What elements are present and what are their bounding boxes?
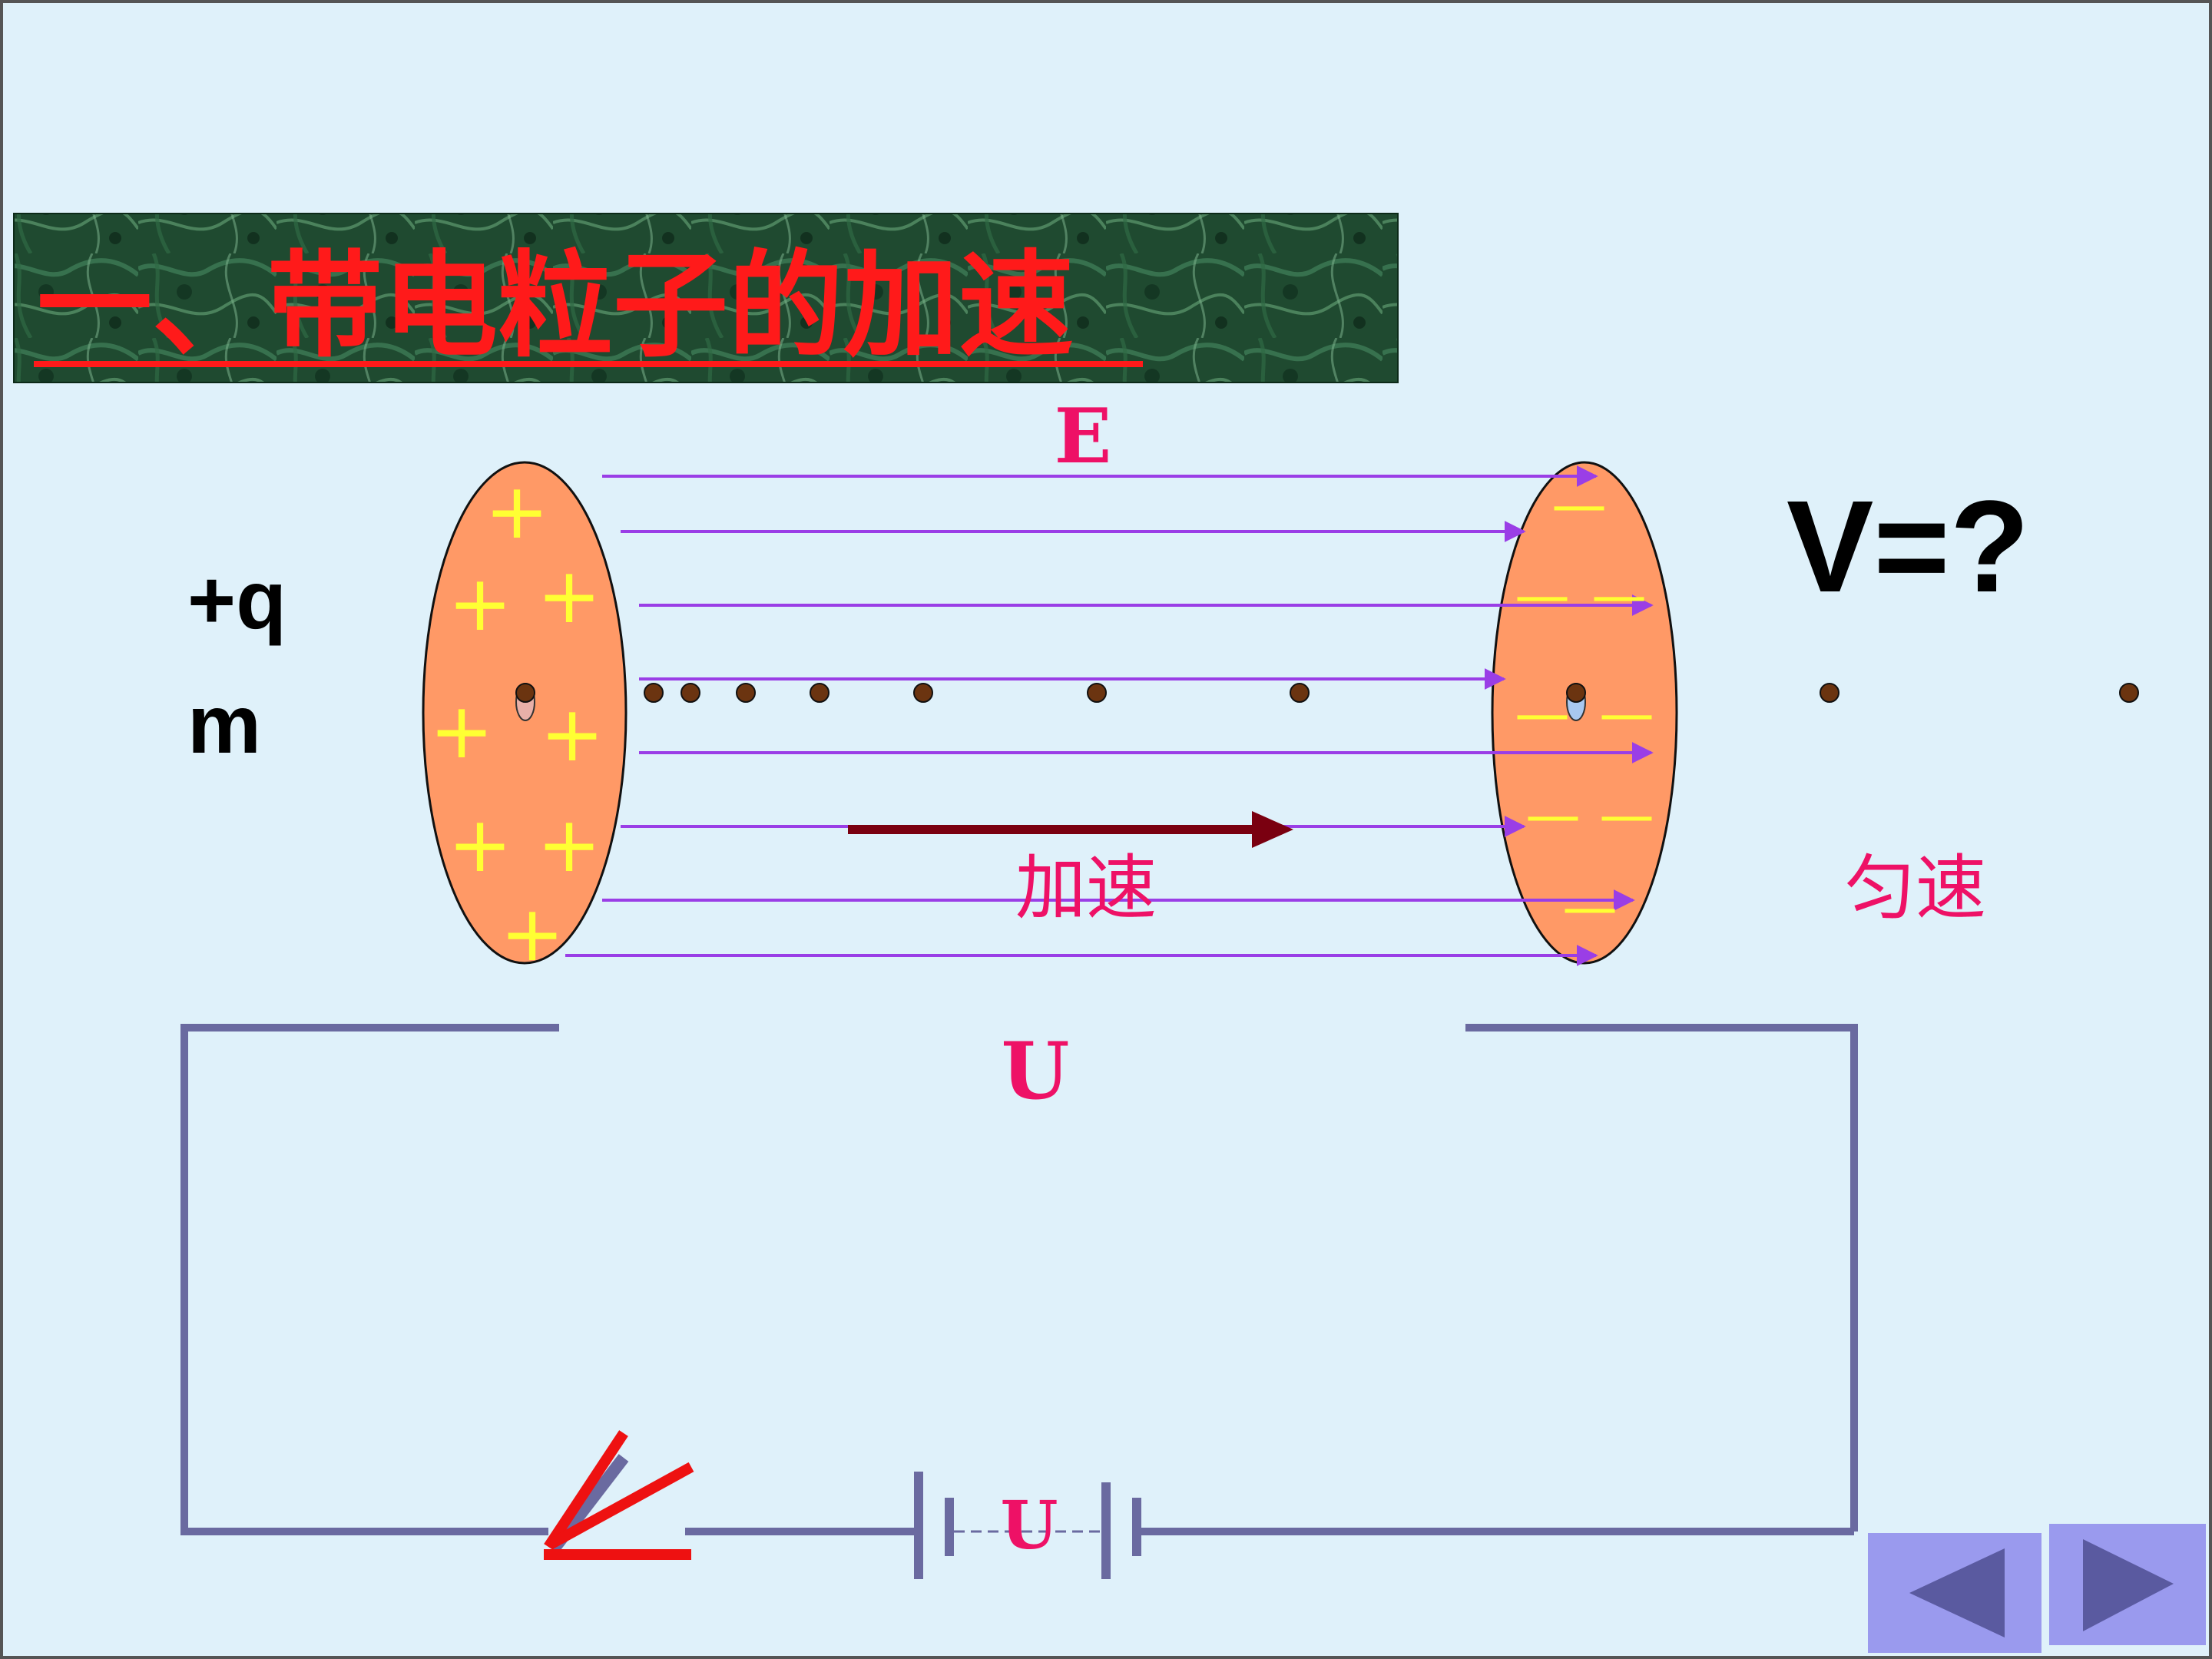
minus-sign: — — [1562, 875, 1618, 939]
wire-right — [1465, 1024, 1858, 1532]
triangle-left-icon[interactable] — [1909, 1548, 2005, 1637]
plus-sign: + — [537, 800, 601, 889]
particle — [644, 683, 664, 703]
mass-label: m — [187, 677, 261, 770]
uniform-label: 匀速 — [1845, 847, 1986, 929]
page-title: 一、带电粒子的加速 — [37, 238, 1074, 373]
particle — [2119, 683, 2139, 703]
prev-button[interactable] — [1868, 1533, 2041, 1653]
particle — [515, 683, 535, 703]
voltage-label-top: U — [1002, 1025, 1070, 1118]
field-label: E — [1055, 392, 1112, 481]
particle — [1290, 683, 1310, 703]
plus-sign: + — [540, 689, 604, 779]
velocity-arrowhead — [1252, 811, 1293, 848]
minus-sign: — — [1515, 563, 1570, 628]
voltage-label-battery: U — [1001, 1487, 1058, 1565]
plus-sign: + — [537, 551, 601, 641]
switch-lever-lower — [548, 1462, 694, 1549]
minus-sign: — — [1599, 681, 1654, 746]
circuit-wires — [180, 1024, 1858, 1535]
particle — [1087, 683, 1107, 703]
plus-sign: + — [448, 558, 512, 648]
negative-charges: — — — — — — — — — [1515, 472, 1654, 939]
charge-label: +q — [187, 553, 286, 646]
particle — [810, 683, 830, 703]
minus-sign: — — [1599, 783, 1654, 847]
particle — [680, 683, 700, 703]
wire-left — [180, 1024, 559, 1535]
particle — [736, 683, 756, 703]
particle-trail — [515, 683, 2139, 703]
switch[interactable] — [544, 1430, 694, 1560]
velocity-question: V=? — [1786, 474, 2030, 620]
particle — [1566, 683, 1586, 703]
plus-sign: + — [485, 466, 549, 556]
minus-sign: — — [1551, 472, 1607, 537]
particle — [1820, 683, 1839, 703]
triangle-right-icon[interactable] — [2083, 1539, 2174, 1631]
minus-sign: — — [1515, 681, 1570, 746]
title-banner — [13, 213, 1399, 383]
minus-sign: — — [1525, 783, 1581, 847]
positive-charges: + + + + + + + + — [429, 466, 604, 979]
particle — [913, 683, 933, 703]
plus-sign: + — [429, 686, 494, 776]
plus-sign: + — [500, 889, 565, 979]
minus-sign: — — [1591, 563, 1647, 628]
next-button[interactable] — [2049, 1524, 2206, 1645]
battery: U — [914, 1472, 1141, 1579]
switch-lever-upper — [544, 1430, 628, 1550]
accelerate-label: 加速 — [1015, 847, 1157, 929]
electric-field-lines — [565, 465, 1654, 966]
plus-sign: + — [448, 800, 512, 889]
